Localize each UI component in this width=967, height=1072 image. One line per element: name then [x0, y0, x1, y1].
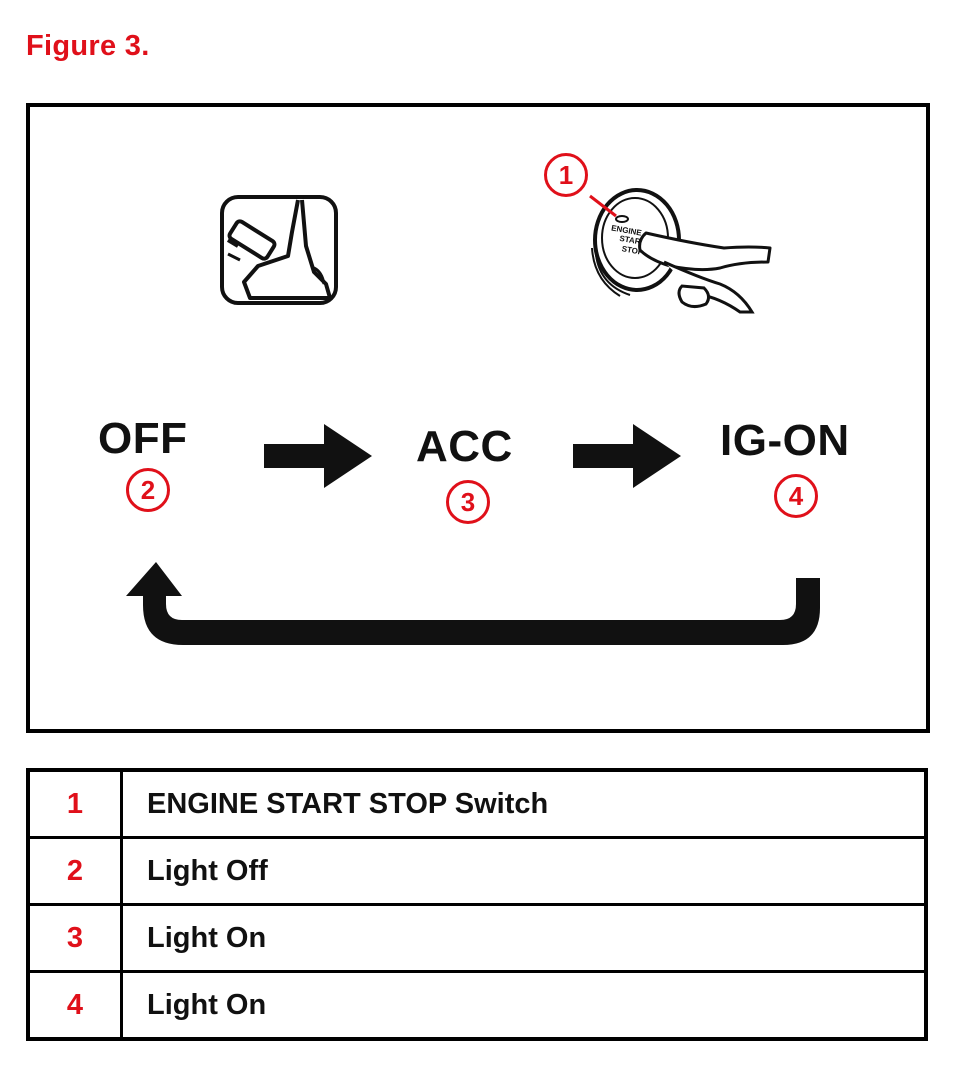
state-number-acc: 3: [446, 480, 490, 524]
diagram-graphics: ENGINE START STOP: [126, 188, 820, 645]
legend-description: Light On: [120, 903, 928, 973]
state-label-acc: ACC: [416, 422, 513, 471]
figure-title: Figure 3.: [26, 30, 150, 62]
return-arrow-ig-on-to-off: [126, 562, 820, 645]
diagram-panel: [26, 103, 930, 733]
state-label-off: OFF: [98, 414, 188, 463]
state-number-ig-on: 4: [774, 474, 818, 518]
legend-description: Light On: [120, 970, 928, 1041]
arrow-acc-to-ig-on: [573, 424, 681, 488]
brake-pedal-icon: [220, 195, 338, 305]
table-row: 4 Light On: [26, 970, 928, 1041]
legend-description: Light Off: [120, 836, 928, 906]
engine-start-stop-button-illustration: ENGINE START STOP: [589, 188, 772, 314]
table-row: 3 Light On: [26, 903, 928, 973]
legend-number: 4: [26, 970, 123, 1041]
arrow-off-to-acc: [264, 424, 372, 488]
legend-number: 2: [26, 836, 123, 906]
legend-description: ENGINE START STOP Switch: [120, 768, 928, 839]
table-row: 2 Light Off: [26, 836, 928, 906]
table-row: 1 ENGINE START STOP Switch: [26, 768, 928, 839]
state-label-ig-on: IG-ON: [720, 416, 850, 465]
callout-1-marker: 1: [544, 153, 588, 197]
legend-number: 3: [26, 903, 123, 973]
legend-table: 1 ENGINE START STOP Switch 2 Light Off 3…: [26, 768, 928, 1041]
state-number-off: 2: [126, 468, 170, 512]
legend-number: 1: [26, 768, 123, 839]
